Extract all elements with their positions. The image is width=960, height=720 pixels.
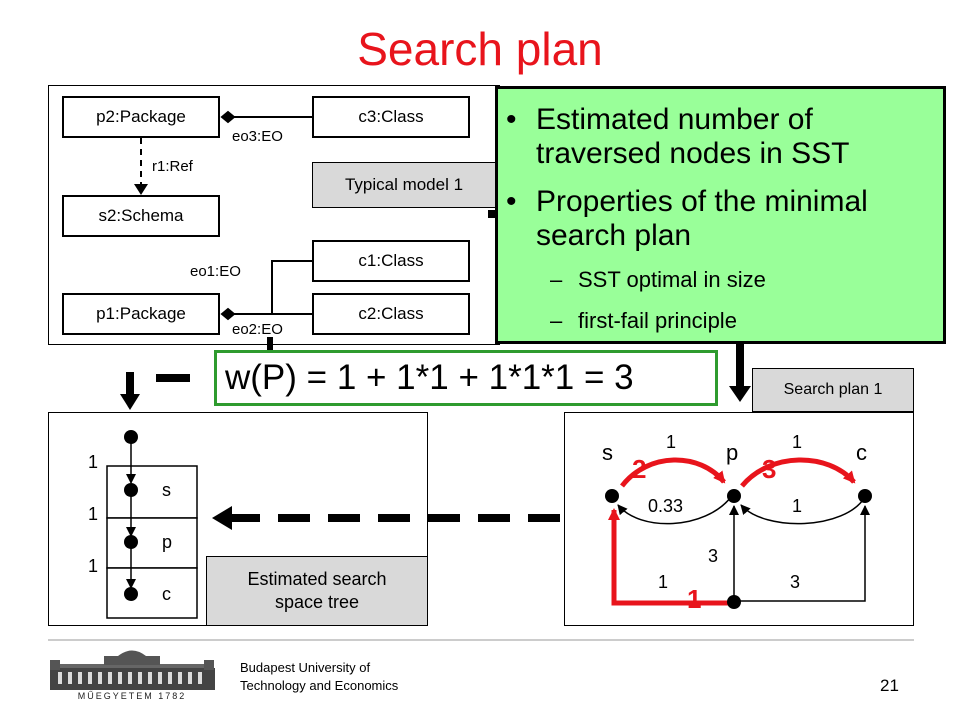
weight-p-c: 1 (792, 432, 803, 452)
node-p2-package: p2:Package (62, 96, 220, 138)
bullet-minimal-plan: Properties of the minimal search plan (536, 185, 868, 252)
weight-start-p: 3 (708, 546, 719, 566)
sub-dash-1: – (550, 267, 563, 292)
sst-node-c: c (162, 584, 171, 604)
sst-caption-line2: space tree (274, 592, 360, 612)
sst-level3-weight: 1 (88, 556, 99, 576)
node-c2-class: c2:Class (312, 293, 470, 335)
slide-title: Search plan (357, 23, 603, 75)
plan-node-c: c (856, 440, 867, 465)
weight-p-s: 0.33 (648, 496, 684, 516)
sub-dash-2: – (550, 308, 563, 333)
node-s2-schema: s2:Schema (62, 195, 220, 237)
university-name: Budapest University of Technology and Ec… (240, 659, 398, 695)
order-step-2: 2 (632, 454, 647, 484)
bullet-estimated-nodes: Estimated number of traversed nodes in S… (536, 103, 850, 170)
edge-label-eo3: eo3:EO (232, 128, 283, 145)
cost-formula: w(P) = 1 + 1*1 + 1*1*1 = 3 (214, 350, 718, 406)
bullet-dot-1: • (506, 103, 517, 136)
university-line1: Budapest University of (240, 660, 371, 675)
search-plan-graph (605, 457, 872, 609)
sst-caption-line1: Estimated search (247, 569, 387, 589)
page-number: 21 (880, 676, 899, 695)
weight-start-c: 3 (790, 572, 801, 592)
plan-node-p: p (726, 440, 739, 465)
weight-c-p: 1 (792, 496, 803, 516)
edge-label-eo2: eo2:EO (232, 321, 283, 338)
sst-caption: Estimated search space tree (206, 556, 428, 626)
bullet-dot-2: • (506, 185, 517, 218)
node-c1-class: c1:Class (312, 240, 470, 282)
edge-label-r1: r1:Ref (152, 158, 193, 175)
properties-callout: • Estimated number of traversed nodes in… (495, 86, 946, 344)
sst-node-s: s (162, 480, 171, 500)
sub-sst-optimal: SST optimal in size (578, 267, 766, 292)
svg-text:MŰEGYETEM 1782: MŰEGYETEM 1782 (78, 691, 187, 701)
node-p1-package: p1:Package (62, 293, 220, 335)
sst-tree (106, 430, 198, 619)
weight-s-p: 1 (666, 432, 677, 452)
plan-node-s: s (602, 440, 613, 465)
model-edges (134, 110, 312, 321)
order-step-3: 3 (762, 454, 777, 484)
sub-first-fail: first-fail principle (578, 308, 737, 333)
order-step-1: 1 (687, 584, 702, 614)
edge-label-eo1: eo1:EO (190, 263, 241, 280)
weight-start-s: 1 (658, 572, 669, 592)
university-line2: Technology and Economics (240, 678, 399, 693)
search-plan-caption: Search plan 1 (752, 368, 914, 412)
node-c3-class: c3:Class (312, 96, 470, 138)
sst-level2-weight: 1 (88, 504, 99, 524)
search-plan-panel (564, 412, 914, 626)
university-logo: MŰEGYETEM 1782 (50, 650, 215, 701)
sst-node-p: p (162, 532, 173, 552)
sst-level1-weight: 1 (88, 452, 99, 472)
